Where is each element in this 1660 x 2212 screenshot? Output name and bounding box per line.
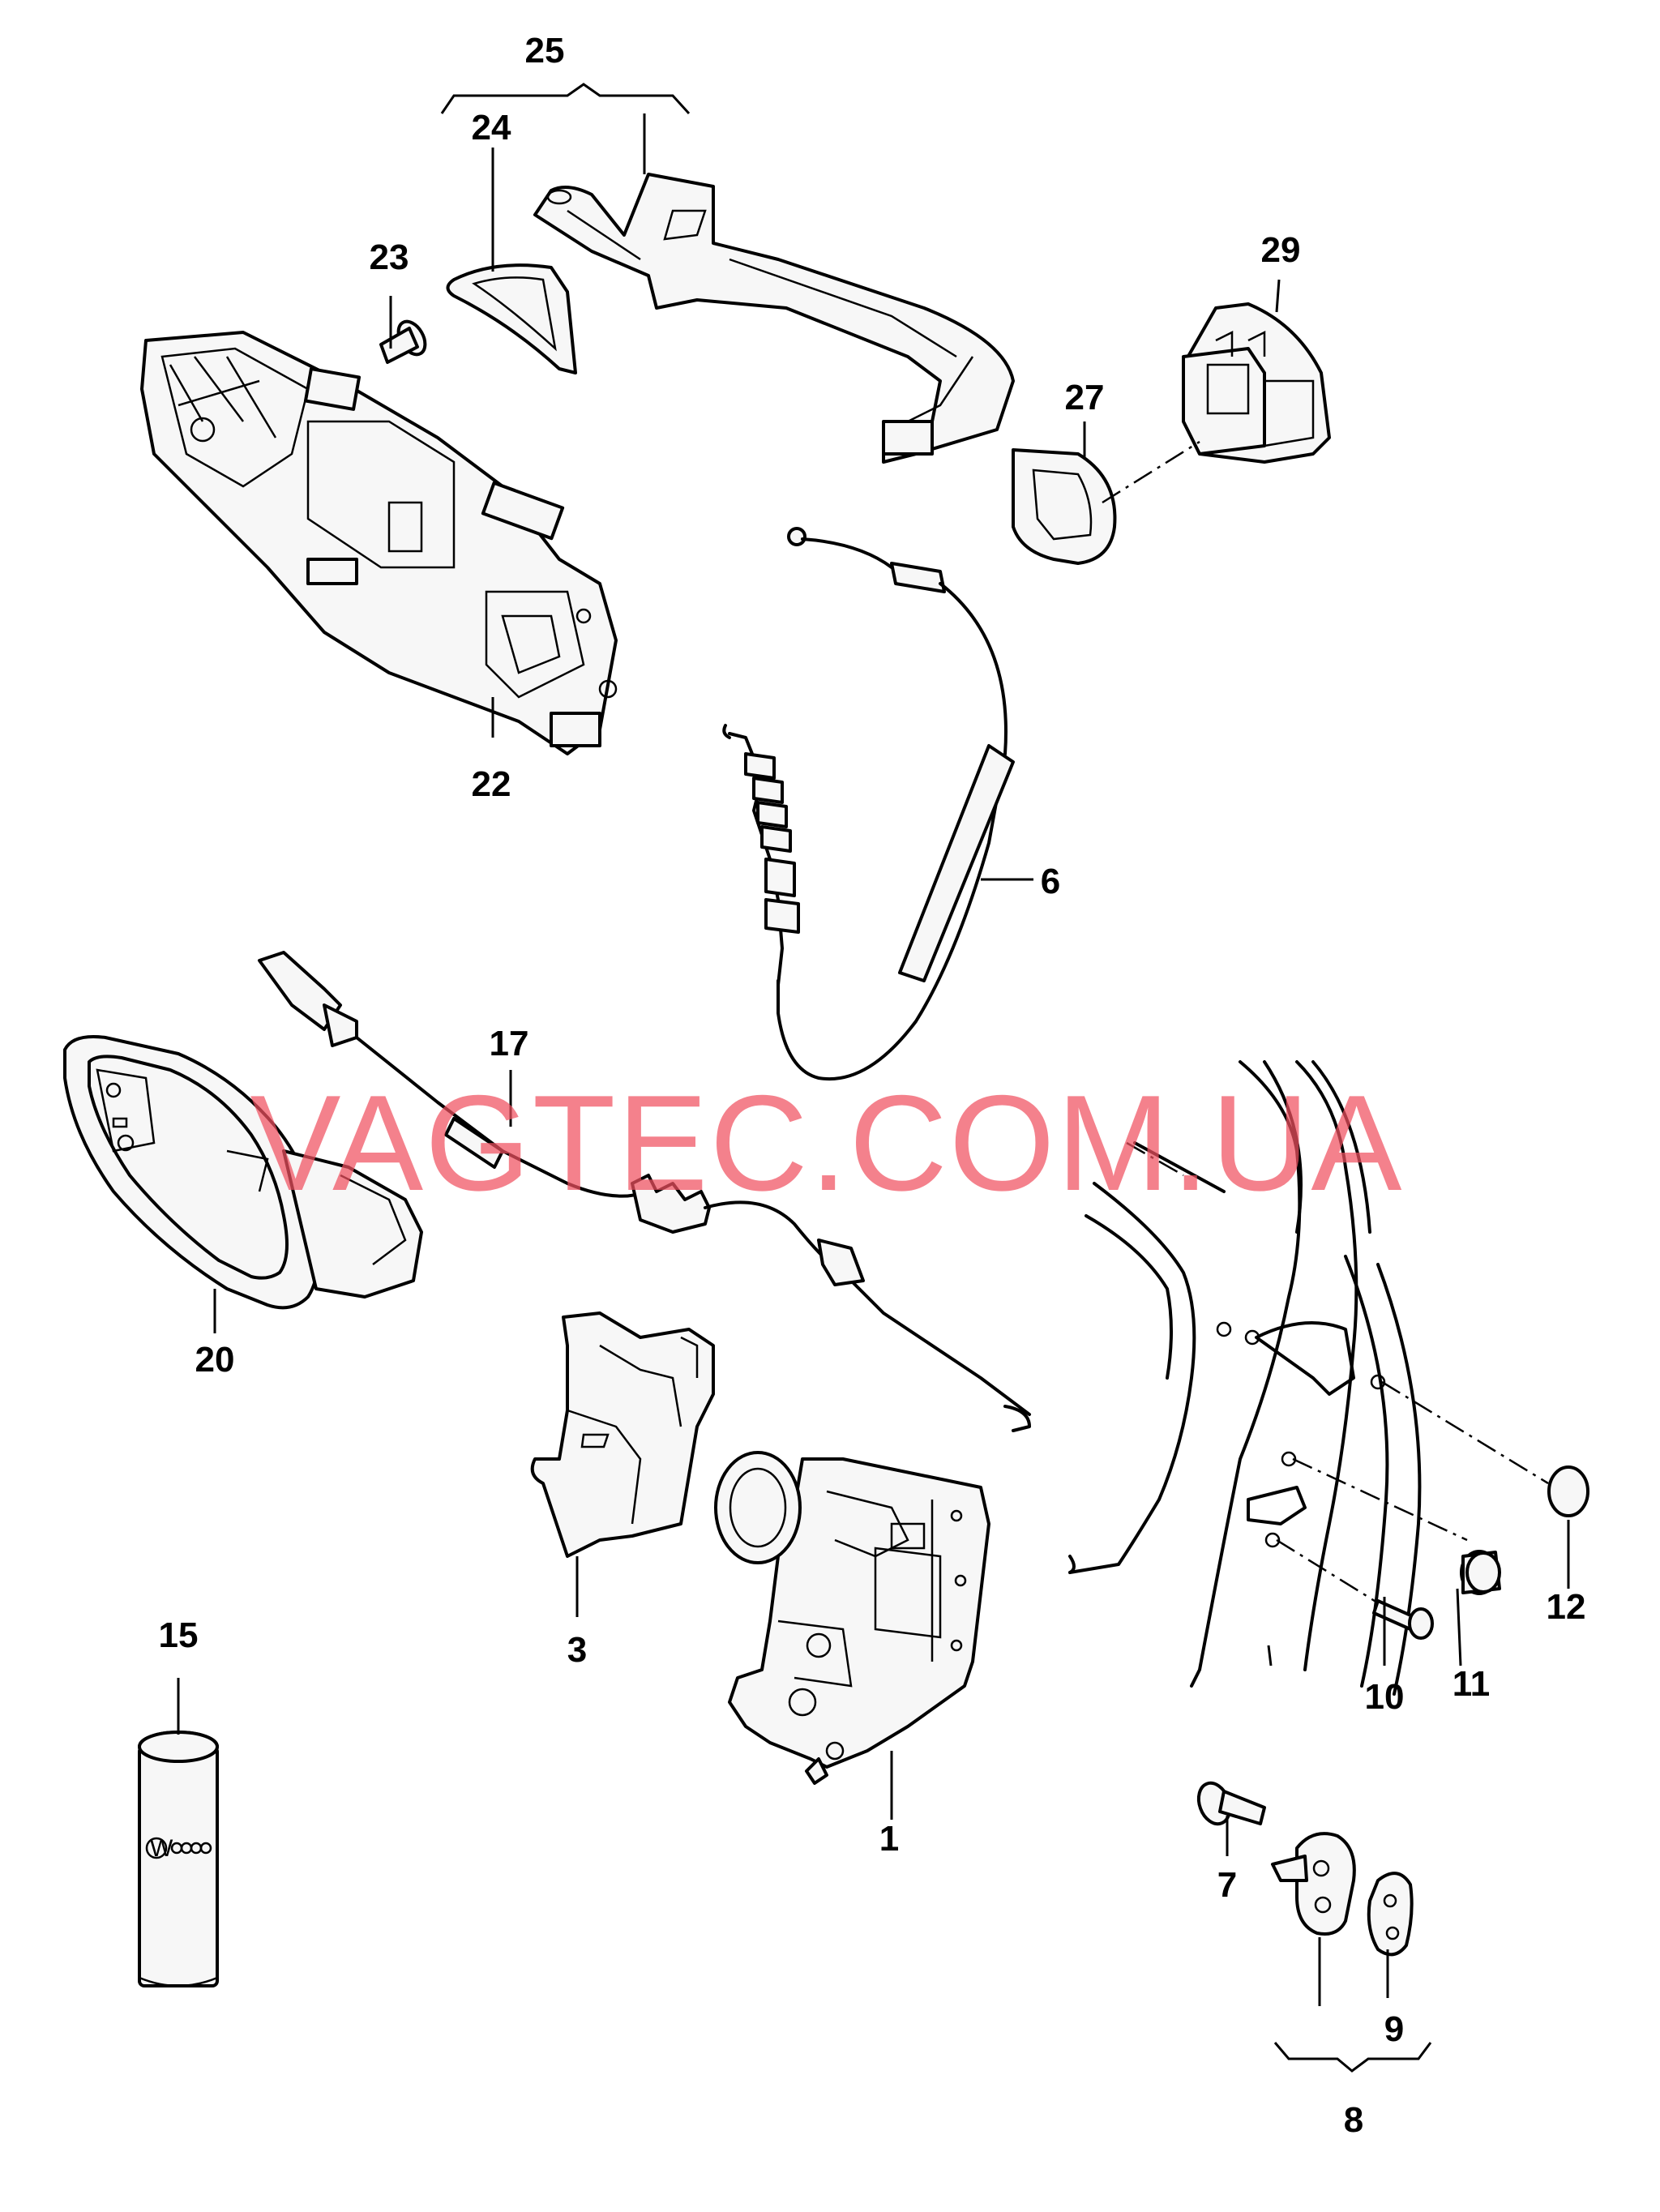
part-3-cover <box>530 1311 715 1558</box>
part-15-spray-can: W <box>138 1731 219 1987</box>
callout-7: 7 <box>1217 1865 1237 1905</box>
callout-8: 8 <box>1344 2100 1363 2140</box>
part-7-screw <box>1196 1781 1266 1826</box>
part-24-cover-cap <box>446 263 577 374</box>
callout-20: 20 <box>195 1340 235 1380</box>
callout-24: 24 <box>472 108 511 148</box>
bracket-25 <box>440 83 691 115</box>
callout-25: 25 <box>525 31 565 71</box>
part-23-screw <box>379 319 427 364</box>
part-25-outer-door-handle <box>533 173 1015 464</box>
callout-27: 27 <box>1065 378 1105 417</box>
part-12-plug <box>1547 1465 1589 1517</box>
part-1-door-lock <box>714 1451 990 1785</box>
vw-logo-icon: W <box>150 1835 173 1862</box>
callout-3: 3 <box>567 1630 587 1670</box>
part-11-spacer <box>1460 1550 1501 1595</box>
part-22-handle-carrier <box>140 331 618 755</box>
callout-1: 1 <box>879 1819 899 1859</box>
part-9-plate <box>1367 1872 1414 1957</box>
part-10-bolt <box>1372 1599 1434 1640</box>
part-27-cover-cap <box>1012 448 1117 565</box>
callout-29: 29 <box>1261 230 1301 270</box>
bracket-8 <box>1273 2042 1432 2073</box>
door-body-b-pillar <box>1068 1060 1422 1696</box>
watermark-text: VAGTEC.COM.UA <box>250 1067 1404 1219</box>
part-6-cable <box>722 527 1015 1081</box>
callout-23: 23 <box>370 237 409 277</box>
callout-11: 11 <box>1452 1664 1491 1704</box>
part-17-cable <box>258 951 1031 1432</box>
callout-9: 9 <box>1384 2009 1404 2049</box>
callout-6: 6 <box>1041 862 1060 901</box>
part-29-lock-cylinder-housing <box>1182 302 1331 464</box>
callout-22: 22 <box>472 764 511 804</box>
part-8-striker <box>1271 1832 1356 1936</box>
callout-15: 15 <box>159 1615 199 1655</box>
part-20-inner-door-handle <box>63 1035 423 1310</box>
callout-12: 12 <box>1547 1587 1586 1627</box>
callout-10: 10 <box>1365 1677 1405 1717</box>
callout-17: 17 <box>490 1024 529 1063</box>
